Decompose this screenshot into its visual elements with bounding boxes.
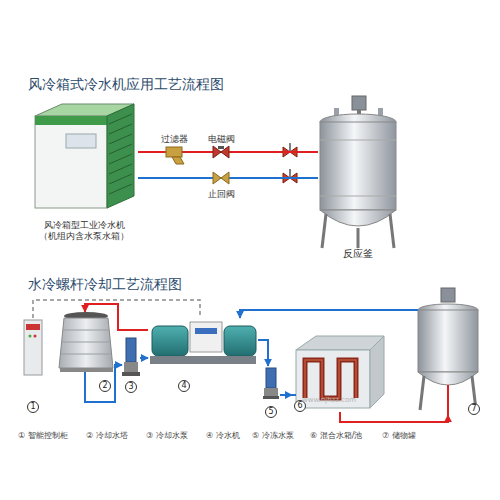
control-line	[33, 300, 200, 318]
pipe-line	[85, 304, 148, 330]
key-item: ② 冷却水塔	[86, 430, 128, 441]
node-label: 风冷箱型工业冷水机 （机组内含水泵水箱）	[39, 220, 130, 243]
reactor-vessel	[320, 96, 396, 248]
callout-number: 7	[468, 403, 480, 415]
key-item: ⑥ 混合水箱/池	[310, 430, 362, 441]
cooling-pump	[122, 338, 140, 376]
cooling-tower	[59, 312, 113, 392]
filter-symbol	[156, 147, 192, 164]
pipe-line	[280, 394, 292, 396]
reactor-box: 反应釜	[318, 95, 398, 260]
pump-box: 5	[262, 366, 280, 418]
node-label: 反应釜	[343, 248, 373, 261]
key-item: ④ 冷水机	[206, 430, 240, 441]
control-cabinet	[24, 320, 42, 375]
chiller-box: 4	[148, 318, 258, 392]
key-item: ① 智能控制柜	[18, 430, 68, 441]
tower-box: 2	[58, 312, 113, 392]
callout-number: 3	[125, 381, 137, 393]
check-valve-symbol	[203, 172, 239, 184]
pipe-line	[192, 151, 203, 153]
pipe-line	[138, 177, 203, 179]
node-label: 电磁阀	[208, 134, 235, 145]
tank-box: 7	[412, 285, 484, 415]
key-item: ③ 冷却水泵	[146, 430, 188, 441]
screw-chiller	[150, 322, 256, 364]
pipe-line	[239, 151, 318, 153]
valve-box: 电磁阀	[203, 134, 239, 160]
watermark: www.njhzz.com	[302, 396, 356, 404]
air-chiller	[35, 104, 134, 208]
pipe-line	[258, 340, 268, 366]
pipe-line	[239, 177, 318, 179]
key-item: ⑤ 冷冻水泵	[252, 430, 294, 441]
pipe-line	[138, 151, 156, 153]
section-title: 水冷螺杆冷却工艺流程图	[28, 276, 182, 294]
callout-number: 1	[27, 401, 39, 413]
pipe-line	[340, 412, 448, 422]
filter-box: 过滤器	[156, 134, 192, 160]
callout-number: 4	[178, 380, 190, 392]
chilled-pump	[263, 368, 279, 399]
pipe-line	[85, 365, 122, 402]
solenoid-valve-symbol	[203, 146, 239, 158]
node-label: 止回阀	[208, 189, 235, 200]
diagram-title: 风冷箱式冷水机应用工艺流程图	[28, 76, 224, 94]
cabinet-box: 1	[22, 318, 44, 413]
pipe-line	[140, 357, 148, 359]
key-item: ⑦ 储物罐	[382, 430, 416, 441]
valve-box: 止回阀	[203, 170, 239, 200]
node-label: 过滤器	[161, 134, 188, 145]
callout-number: 2	[99, 380, 111, 392]
callout-number: 5	[265, 406, 277, 418]
mixing-tank	[292, 336, 384, 408]
storage-tank	[412, 288, 478, 415]
chiller-unit: 风冷箱型工业冷水机 （机组内含水泵水箱）	[30, 100, 138, 242]
pump-box: 3	[122, 336, 140, 393]
pipe-line	[240, 310, 412, 318]
